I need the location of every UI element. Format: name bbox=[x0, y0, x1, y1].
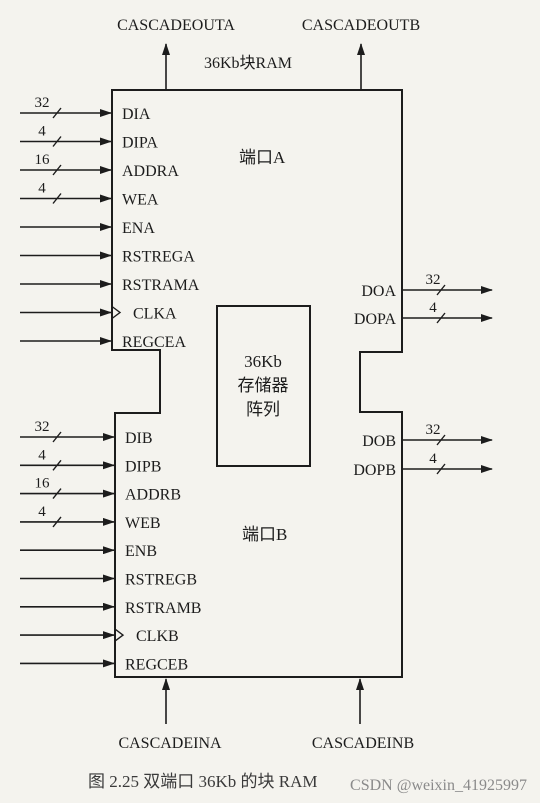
pin-rstrega-label: RSTREGA bbox=[122, 249, 195, 266]
block-outline bbox=[111, 89, 403, 678]
pin-web-width: 4 bbox=[38, 504, 46, 520]
pin-web-label: WEB bbox=[125, 515, 161, 532]
pin-dipa-width: 4 bbox=[38, 124, 46, 140]
pin-enb-label: ENB bbox=[125, 543, 157, 560]
pin-addrb-bus-slash bbox=[52, 488, 62, 500]
pin-dipb-label: DIPB bbox=[125, 458, 161, 475]
pin-dopa-bus-slash bbox=[436, 312, 446, 324]
pin-dib-bus-slash bbox=[52, 431, 62, 443]
cascade-out-a-label: CASCADEOUTA bbox=[117, 17, 235, 34]
pin-wea-label: WEA bbox=[122, 192, 159, 209]
pin-dia-width: 32 bbox=[35, 95, 50, 111]
pin-rstrama-label: RSTRAMA bbox=[122, 277, 200, 294]
pin-doa-bus-slash bbox=[436, 284, 446, 296]
pin-addrb-label: ADDRB bbox=[125, 487, 181, 504]
pin-addrb-width: 16 bbox=[35, 476, 51, 492]
pin-dib-label: DIB bbox=[125, 430, 153, 447]
pin-web-bus-slash bbox=[52, 516, 62, 528]
memory-array-line-1: 36Kb bbox=[244, 352, 282, 371]
memory-array-line-2: 存储器 bbox=[238, 376, 289, 395]
pin-dob-bus-slash bbox=[436, 434, 446, 446]
pin-dia-label: DIA bbox=[122, 106, 151, 123]
pin-dib-width: 32 bbox=[35, 419, 50, 435]
pin-dopb-label: DOPB bbox=[353, 462, 396, 479]
pin-group: 32DIA4DIPA16ADDRA4WEAENARSTREGARSTRAMACL… bbox=[20, 95, 493, 673]
pin-dipb-bus-slash bbox=[52, 459, 62, 471]
pin-dipa-label: DIPA bbox=[122, 135, 158, 152]
pin-dipa-bus-slash bbox=[52, 136, 62, 147]
pin-clkb-clock-marker bbox=[114, 628, 125, 642]
watermark: CSDN @weixin_41925997 bbox=[350, 777, 527, 794]
cascade-in-a-label: CASCADEINA bbox=[118, 735, 222, 752]
pin-dipb-width: 4 bbox=[38, 447, 46, 463]
pin-ena-label: ENA bbox=[122, 220, 155, 237]
pin-rstregb-label: RSTREGB bbox=[125, 572, 197, 589]
pin-clka-label: CLKA bbox=[133, 306, 177, 323]
pin-dopb-bus-slash bbox=[436, 463, 446, 475]
pin-dopb-width: 4 bbox=[429, 451, 437, 467]
pin-addra-width: 16 bbox=[35, 152, 51, 168]
pin-addra-bus-slash bbox=[52, 164, 62, 176]
pin-regceb-label: REGCEB bbox=[125, 656, 188, 673]
cascade-out-b-label: CASCADEOUTB bbox=[302, 17, 420, 34]
pin-dia-bus-slash bbox=[52, 107, 62, 119]
pin-wea-width: 4 bbox=[38, 181, 46, 197]
pin-addra-label: ADDRA bbox=[122, 163, 179, 180]
port-b-label: 端口B bbox=[242, 525, 287, 544]
pin-doa-label: DOA bbox=[361, 283, 396, 300]
pin-clka-clock-marker bbox=[111, 305, 122, 320]
pin-dob-label: DOB bbox=[362, 433, 396, 450]
memory-array-box bbox=[216, 305, 311, 467]
pin-regcea-label: REGCEA bbox=[122, 334, 186, 351]
figure-caption: 图 2.25 双端口 36Kb 的块 RAM bbox=[88, 772, 318, 791]
pin-rstramb-label: RSTRAMB bbox=[125, 600, 201, 617]
pin-dopa-width: 4 bbox=[429, 300, 437, 316]
pin-wea-bus-slash bbox=[52, 193, 62, 204]
pin-dob-width: 32 bbox=[426, 422, 441, 438]
block-title: 36Kb块RAM bbox=[204, 54, 292, 72]
memory-array-line-3: 阵列 bbox=[246, 400, 280, 419]
pin-dopa-label: DOPA bbox=[354, 311, 397, 328]
port-a-label: 端口A bbox=[239, 148, 286, 167]
cascade-in-b-label: CASCADEINB bbox=[312, 735, 414, 752]
pin-doa-width: 32 bbox=[426, 272, 441, 288]
pin-clkb-label: CLKB bbox=[136, 628, 179, 645]
